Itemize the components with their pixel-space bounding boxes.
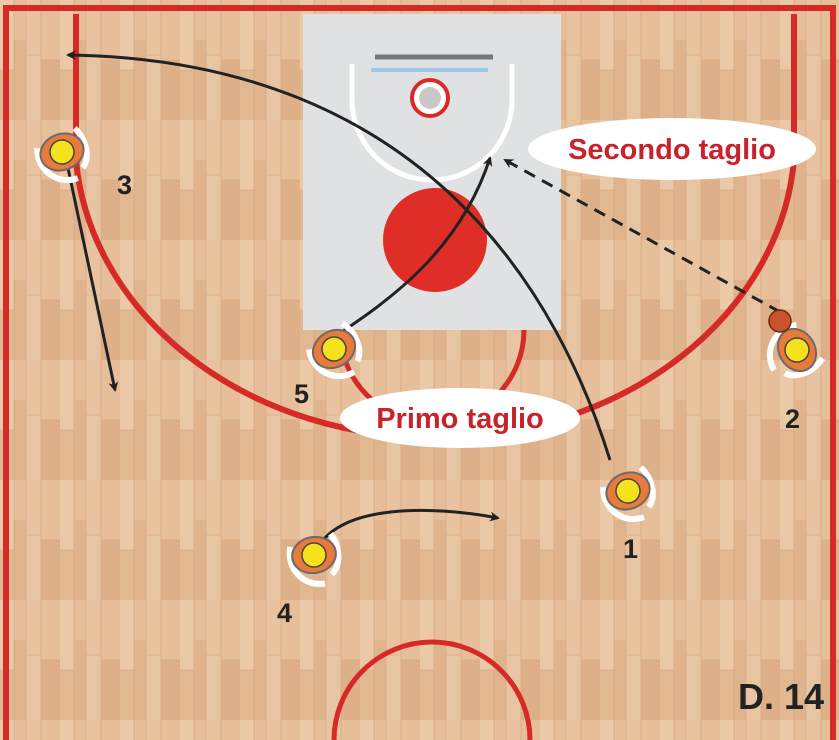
path-1-long-cut <box>66 50 612 461</box>
callout-secondo-taglio: Secondo taglio <box>528 118 816 180</box>
pass-2-dashed <box>503 158 781 314</box>
player-label-2: 2 <box>785 404 800 434</box>
basket-net <box>419 87 441 109</box>
diagram-tag: D. 14 <box>738 676 824 717</box>
path-5-cut <box>336 156 493 337</box>
player-label-1: 1 <box>623 534 638 564</box>
callout-secondo-text: Secondo taglio <box>568 134 776 166</box>
player-2 <box>766 321 826 379</box>
player-label-3: 3 <box>117 170 132 200</box>
callout-primo-text: Primo taglio <box>376 403 544 435</box>
player-4 <box>286 532 342 587</box>
center-circle <box>331 639 533 740</box>
player-1 <box>600 465 656 522</box>
restricted-area-arc <box>349 64 515 183</box>
path-3-down <box>66 167 119 392</box>
path-4-move <box>316 508 500 549</box>
player-3 <box>34 126 90 183</box>
callout-primo-taglio: Primo taglio <box>340 388 580 448</box>
ball <box>768 309 792 333</box>
player-label-4: 4 <box>277 598 292 628</box>
center-dot <box>383 188 487 292</box>
player-label-5: 5 <box>294 379 309 409</box>
court-boundary <box>3 5 836 740</box>
player-5 <box>305 320 363 380</box>
